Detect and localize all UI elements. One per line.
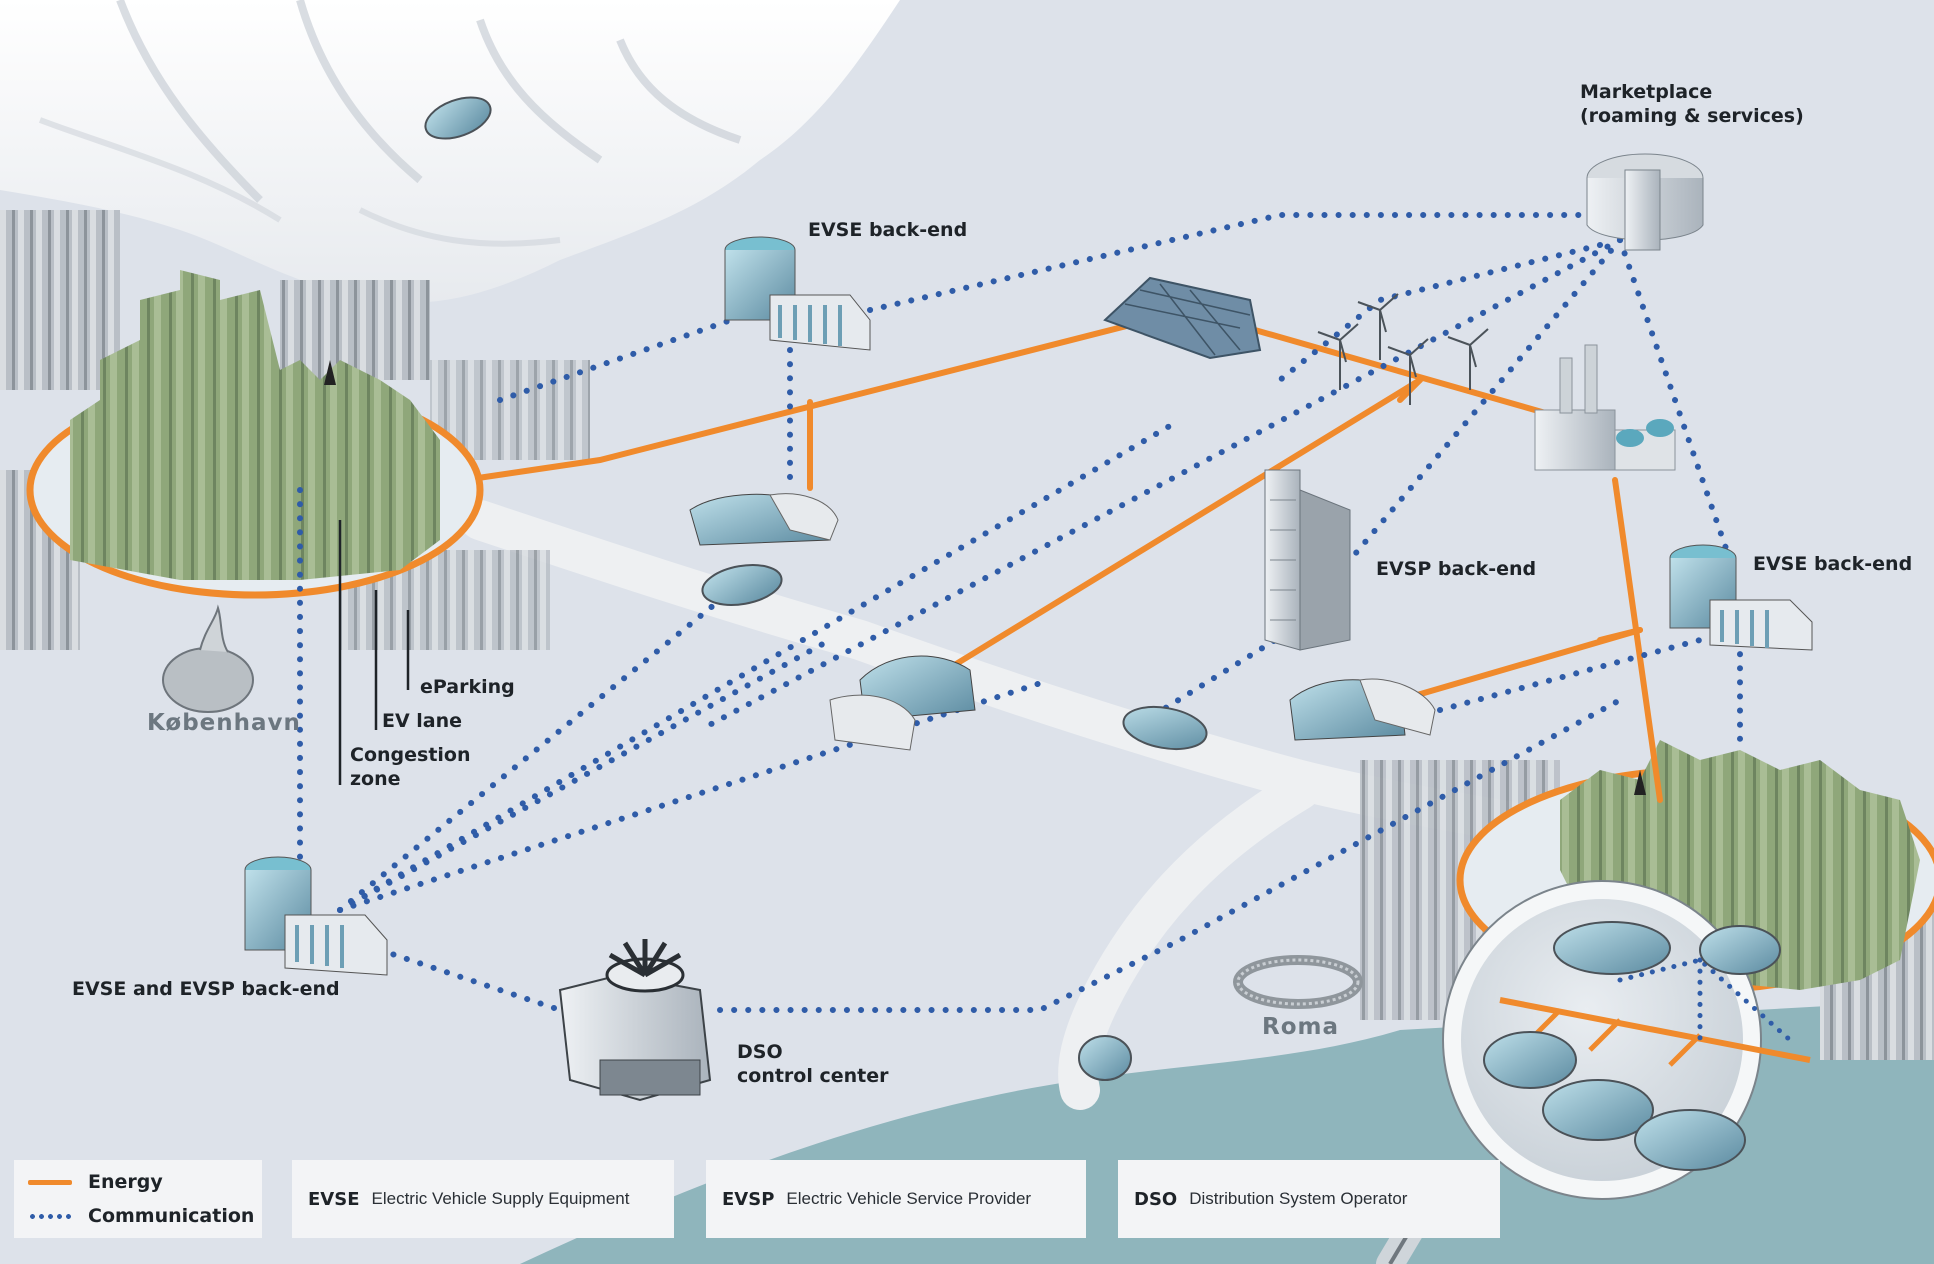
legend-definition-dso: DSO Distribution System Operator [1118, 1160, 1500, 1238]
electric-car-icon [701, 564, 783, 606]
legend-full: Electric Vehicle Service Provider [786, 1189, 1032, 1208]
magnifier-detail-view [1376, 880, 1811, 1264]
marketplace-label: Marketplace (roaming & services) [1580, 80, 1804, 128]
evsp-backend-label: EVSP back-end [1376, 558, 1537, 580]
marketplace-label-line2: (roaming & services) [1580, 105, 1804, 127]
little-mermaid-statue-icon [162, 604, 254, 713]
evse-evsp-backend-label: EVSE and EVSP back-end [72, 978, 340, 1000]
mountain-terrain [0, 0, 900, 303]
ev-lane-label: EV lane [382, 710, 463, 732]
solar-panel-field-icon [1103, 276, 1262, 360]
congestion-label-line1: Congestion [350, 744, 471, 766]
dso-control-center-label: DSO control center [737, 1040, 889, 1088]
legend-communication-label: Communication [88, 1205, 255, 1227]
evsp-backend-tower-icon [1264, 469, 1351, 651]
legend-abbr: DSO [1134, 1188, 1178, 1210]
legend-energy-label: Energy [88, 1171, 163, 1193]
copenhagen-outer-city [0, 210, 590, 650]
congestion-label-line2: zone [350, 768, 401, 790]
legend-energy: Energy [28, 1165, 163, 1199]
legend-full: Distribution System Operator [1189, 1189, 1408, 1208]
congestion-zone-label: Congestion zone [350, 743, 471, 791]
legend-abbr: EVSP [722, 1188, 775, 1210]
evse-evsp-backend-building-icon [244, 856, 388, 976]
evse-backend-right-building-icon [1669, 544, 1813, 651]
charging-station-canopy-icon [829, 655, 976, 751]
legend-line-key: Energy Communication [14, 1160, 262, 1238]
legend-definition-evse: EVSE Electric Vehicle Supply Equipment [292, 1160, 674, 1238]
legend-full: Electric Vehicle Supply Equipment [371, 1189, 630, 1208]
legend-definition-evsp: EVSP Electric Vehicle Service Provider [706, 1160, 1086, 1238]
energy-line-swatch-icon [28, 1179, 72, 1185]
copenhagen-green-city [70, 270, 440, 580]
evse-backend-right-label: EVSE back-end [1753, 553, 1913, 575]
spire-icon [1634, 770, 1646, 795]
electric-car-icon [1122, 705, 1208, 751]
pointer-lines [338, 520, 410, 785]
dso-label-line2: control center [737, 1065, 889, 1087]
dso-label-line1: DSO [737, 1041, 783, 1063]
charging-station-canopy-icon [1289, 678, 1436, 741]
marketplace-building-icon [1586, 153, 1704, 251]
colosseum-icon [1233, 955, 1363, 1009]
eparking-label: eParking [420, 676, 515, 698]
wind-turbines-icon [1317, 293, 1489, 405]
evse-backend-top-building-icon [724, 236, 871, 351]
evse-backend-top-label: EVSE back-end [808, 219, 968, 241]
communication-line-swatch-icon [28, 1213, 72, 1219]
power-plant-icon [1534, 344, 1676, 471]
legend-abbr: EVSE [308, 1188, 360, 1210]
electric-car-icon [1078, 1035, 1132, 1081]
charging-station-canopy-icon [689, 493, 839, 546]
city-label-rome: Roma [1262, 1014, 1339, 1040]
city-label-copenhagen: København [147, 710, 301, 736]
dso-control-center-icon [558, 939, 712, 1102]
legend-communication: Communication [28, 1199, 254, 1233]
marketplace-label-line1: Marketplace [1580, 81, 1713, 103]
electric-car-icon [424, 96, 492, 140]
